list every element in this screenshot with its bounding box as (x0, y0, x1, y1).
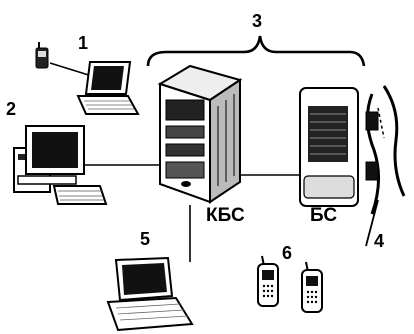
laptop-icon (106, 256, 194, 332)
phone-icon (35, 42, 49, 69)
label-2: 2 (6, 99, 17, 119)
label-1: 1 (78, 33, 89, 53)
mobile-phone-icon (301, 261, 323, 313)
label-bs: БС (310, 205, 338, 226)
base-station-icon (299, 87, 359, 207)
label-4: 4 (374, 231, 385, 251)
group-brace (146, 35, 366, 67)
antenna-icon (365, 85, 406, 247)
server-icon (157, 64, 243, 204)
laptop-icon (76, 61, 140, 115)
label-3: 3 (252, 11, 263, 31)
label-kbs: КБС (206, 205, 245, 226)
label-6: 6 (282, 243, 293, 263)
mobile-phone-icon (257, 255, 279, 307)
label-5: 5 (140, 229, 151, 249)
desktop-computer-icon (13, 125, 108, 205)
